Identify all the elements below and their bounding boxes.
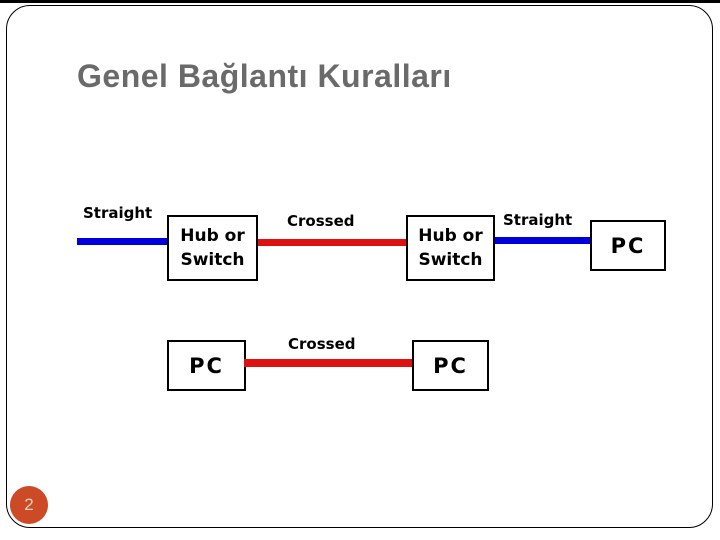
crossed-cable-line-bottom: [244, 359, 412, 367]
page-number: 2: [24, 495, 34, 514]
page-number-badge: 2: [10, 486, 48, 524]
pc-box-top-right: PC: [590, 220, 666, 271]
slide-title: Genel Bağlantı Kuralları: [77, 58, 452, 94]
cable-label-straight-right: Straight: [503, 211, 573, 229]
hub-switch-box-2-line2: Switch: [418, 250, 483, 270]
hub-switch-box-1: Hub or Switch: [167, 215, 258, 281]
straight-cable-line-2: [495, 237, 590, 244]
hub-switch-box-1-line1: Hub or: [180, 226, 245, 246]
pc-box-bottom-right: PC: [412, 340, 489, 391]
pc-box-bottom-left-label: PC: [189, 353, 224, 378]
top-edge-line: [0, 0, 720, 3]
cable-label-straight-left: Straight: [83, 204, 153, 222]
cable-label-crossed-bottom: Crossed: [288, 335, 356, 353]
straight-cable-line-1: [77, 238, 167, 245]
crossed-cable-line-top: [258, 239, 406, 246]
cable-label-crossed-top: Crossed: [287, 212, 355, 230]
hub-switch-box-1-line2: Switch: [180, 250, 245, 270]
pc-box-bottom-left: PC: [167, 340, 246, 391]
hub-switch-box-2: Hub or Switch: [406, 215, 495, 281]
hub-switch-box-2-line1: Hub or: [418, 226, 483, 246]
pc-box-bottom-right-label: PC: [433, 353, 468, 378]
pc-box-top-right-label: PC: [610, 233, 646, 258]
